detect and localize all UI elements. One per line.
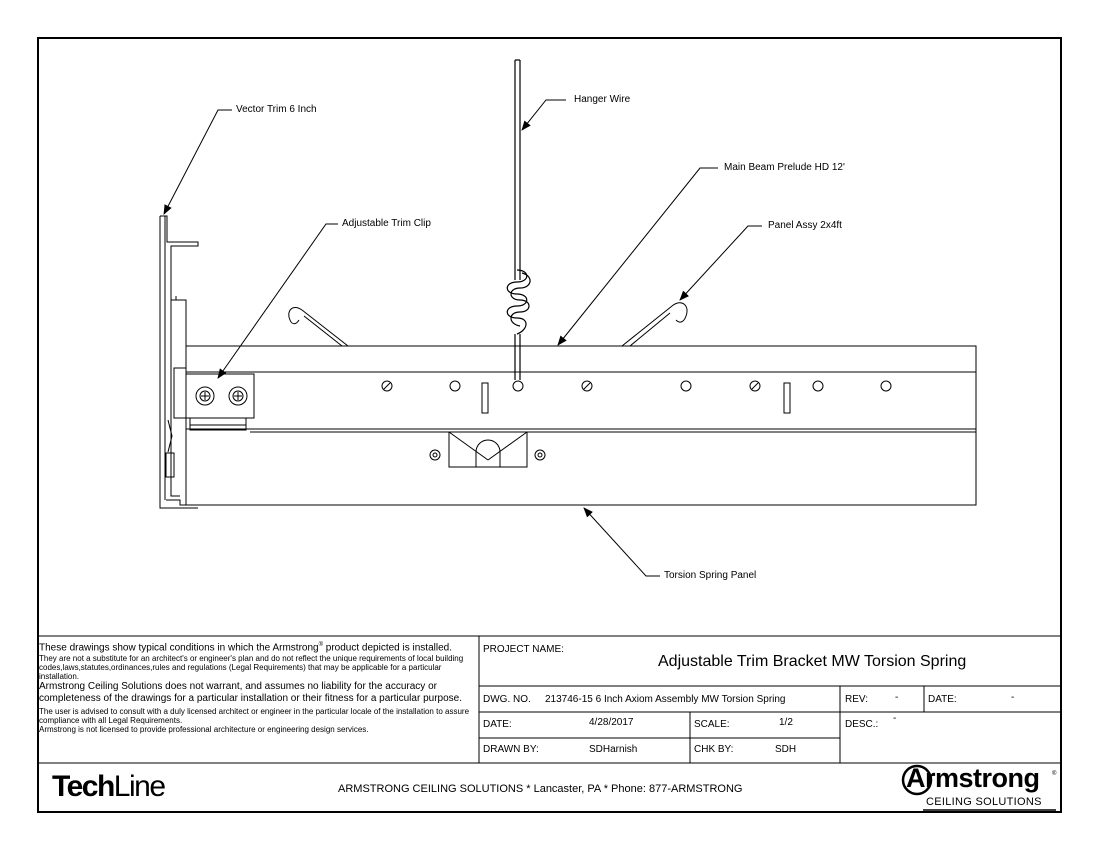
beam-holes [381, 380, 892, 414]
torsion-panel-callout: Torsion Spring Panel [664, 570, 757, 581]
vector-trim-callout: Vector Trim 6 Inch [236, 104, 317, 115]
main-beam-prelude [185, 345, 977, 430]
company-contact-line: ARMSTRONG CEILING SOLUTIONS * Lancaster,… [338, 783, 743, 795]
trim-clip-callout: Adjustable Trim Clip [342, 218, 431, 229]
rev-label: REV: [845, 694, 868, 705]
desc-label: DESC.: [845, 719, 879, 730]
rev-value: - [895, 692, 899, 703]
scale-value: 1/2 [779, 717, 793, 728]
scale-label: SCALE: [694, 719, 730, 730]
disclaimer-line3: Armstrong Ceiling Solutions does not war… [39, 681, 462, 705]
date-right-value: - [1011, 692, 1015, 703]
project-name-label: PROJECT NAME: [483, 644, 564, 655]
hanger-wire-callout: Hanger Wire [574, 94, 631, 105]
drawn-by-value: SDHarnish [589, 744, 638, 755]
disclaimer-block: These drawings show typical conditions i… [39, 639, 479, 763]
date-right-label: DATE: [928, 694, 957, 705]
panel-assy-callout: Panel Assy 2x4ft [768, 220, 842, 231]
drawing-sheet-border [37, 37, 1062, 813]
registered-mark: ® [318, 642, 324, 648]
techline-logo-bold: Tech [52, 770, 115, 803]
hanger-wire [506, 59, 531, 380]
panel-spring-left [288, 306, 349, 347]
dwg-no-value: 213746-15 6 Inch Axiom Assembly MW Torsi… [545, 694, 786, 705]
desc-value: - [893, 713, 897, 724]
dwg-no-label: DWG. NO. [483, 694, 531, 705]
drawn-by-label: DRAWN BY: [483, 744, 539, 755]
chk-by-label: CHK BY: [694, 744, 734, 755]
armstrong-logo: Armstrong ® CEILING SOLUTIONS [898, 763, 1058, 811]
disclaimer-line4: The user is advised to consult with a du… [39, 707, 470, 726]
armstrong-logo-mark [901, 764, 1056, 811]
disclaimer-line2: They are not a substitute for an archite… [39, 654, 464, 682]
chk-by-value: SDH [775, 744, 797, 755]
date-value: 4/28/2017 [589, 717, 634, 728]
adjustable-trim-clip [173, 367, 255, 431]
project-name: Adjustable Trim Bracket MW Torsion Sprin… [658, 653, 967, 670]
disclaimer-line5: Armstrong is not licensed to provide pro… [39, 725, 369, 735]
spring-housing [429, 431, 546, 468]
panel-spring-right [621, 302, 688, 347]
armstrong-registered-mark: ® [1052, 771, 1057, 777]
main-beam-callout: Main Beam Prelude HD 12' [724, 162, 845, 173]
disclaimer-line1: These drawings show typical conditions i… [39, 639, 479, 654]
techline-logo: TechLine [52, 770, 166, 804]
armstrong-subtitle: CEILING SOLUTIONS [926, 796, 1042, 808]
title-block-grid [39, 635, 1060, 764]
leader-lines [163, 99, 762, 577]
torsion-spring-panel [185, 428, 977, 506]
date-label: DATE: [483, 719, 512, 730]
disclaimer-line1-text: These drawings show typical conditions i… [39, 642, 319, 654]
disclaimer-line1-end: product depicted is installed. [323, 642, 452, 654]
armstrong-wordmark: Armstrong [906, 763, 1040, 793]
vector-trim [159, 215, 199, 509]
techline-logo-light: Line [113, 770, 166, 803]
